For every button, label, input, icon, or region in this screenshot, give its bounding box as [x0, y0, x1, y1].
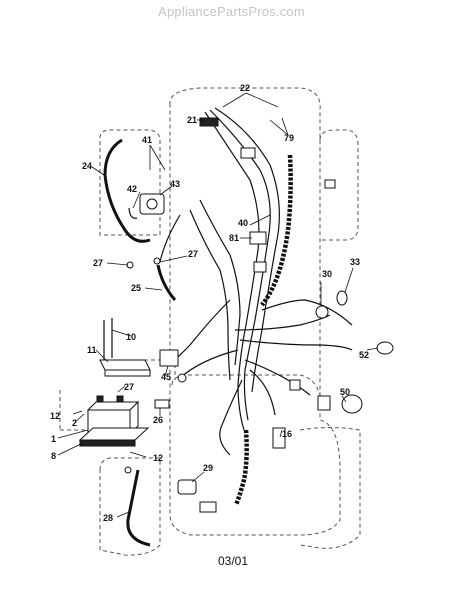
- leader-lines: [57, 92, 379, 518]
- module-45: [159, 349, 179, 367]
- callout-2: 2: [72, 418, 77, 428]
- switch-16: [272, 427, 286, 449]
- callout-27-a: 27: [93, 258, 103, 268]
- ignition-switch: [139, 193, 165, 215]
- callout-40: 40: [238, 218, 248, 228]
- callout-12-a: 12: [50, 411, 60, 421]
- callout-43: 43: [170, 179, 180, 189]
- callout-28: 28: [103, 513, 113, 523]
- callout-79: 79: [284, 133, 294, 143]
- switch-body-50: [317, 395, 331, 411]
- hold-down-rods: [103, 318, 113, 360]
- callout-25: 25: [131, 283, 141, 293]
- solenoid-30: [315, 305, 329, 319]
- ground-cable-28: [126, 469, 151, 547]
- callout-30: 30: [322, 269, 332, 279]
- wire-harness: [159, 107, 353, 456]
- battery-bracket: [99, 359, 151, 377]
- connector-21: [199, 117, 219, 127]
- plug: [199, 501, 217, 513]
- watermark: AppliancePartsPros.com: [158, 4, 305, 19]
- diagram-code: 03/01: [218, 554, 249, 568]
- callout-22: 22: [240, 83, 250, 93]
- connector-mid: [289, 379, 301, 391]
- ground-terminal: [177, 373, 187, 383]
- switch-50: [341, 394, 363, 414]
- callout-27-b: 27: [188, 249, 198, 259]
- connector-42: [128, 207, 138, 219]
- switch-29: [177, 479, 197, 495]
- coiled-conduit-upper: [260, 154, 293, 307]
- callout-81: 81: [229, 233, 239, 243]
- callout-21: 21: [187, 115, 197, 125]
- connector-right: [324, 179, 336, 189]
- callout-10: 10: [126, 332, 136, 342]
- callout-41: 41: [142, 135, 152, 145]
- callout-50: 50: [340, 387, 350, 397]
- cable-25: [156, 264, 177, 301]
- callout-29: 29: [203, 463, 213, 473]
- callout-45: 45: [161, 372, 171, 382]
- coiled-conduit-lower: [233, 429, 249, 506]
- callout-33: 33: [350, 257, 360, 267]
- callout-1: 1: [51, 434, 56, 444]
- callout-26: 26: [153, 415, 163, 425]
- battery-tray: [78, 427, 150, 447]
- connector-harness: [253, 261, 267, 273]
- callout-8: 8: [51, 451, 56, 461]
- callout-24: 24: [82, 161, 92, 171]
- callout-42: 42: [127, 184, 137, 194]
- clip-26: [154, 399, 170, 409]
- lamp-52: [376, 341, 394, 355]
- callout-27-c: 27: [124, 382, 134, 392]
- fuse-33: [336, 290, 348, 306]
- battery-cable-24: [103, 138, 151, 243]
- connector-81: [249, 231, 267, 245]
- callout-12-b: 12: [153, 453, 163, 463]
- screw-12: [124, 466, 132, 474]
- nut-27: [153, 257, 161, 265]
- callout-11: 11: [87, 345, 97, 355]
- connector-top: [240, 147, 256, 159]
- callout-52: 52: [359, 350, 369, 360]
- callout-16: 16: [282, 429, 292, 439]
- callout-labels: 22 21 79 24 41 42 43 40 81 27 27 25 30 3…: [50, 83, 369, 523]
